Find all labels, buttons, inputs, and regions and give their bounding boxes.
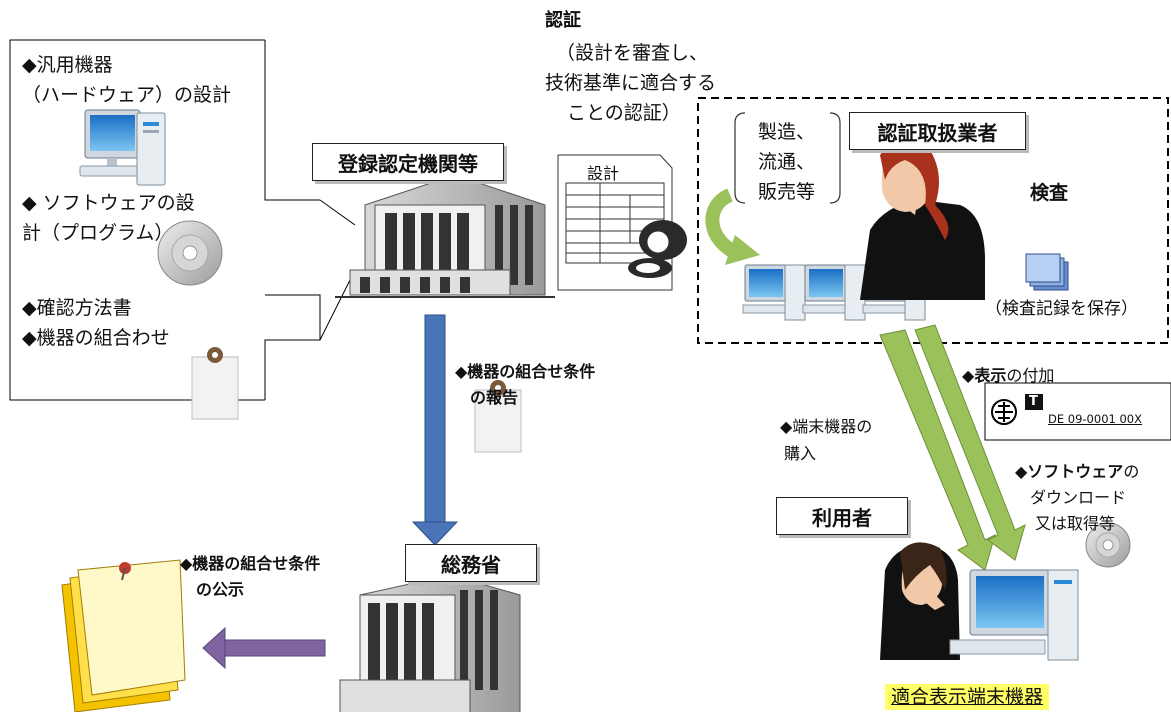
record-label: （検査記録を保存）: [985, 299, 1138, 319]
certification-line3: ことの認証）: [567, 102, 681, 124]
design-document-icon: [557, 154, 687, 291]
software-download-line3: 又は取得等: [1035, 514, 1116, 533]
left-item-software-line2: 計（プログラム）: [22, 222, 174, 244]
registration-body-building: [335, 174, 555, 298]
document-clip-icon-left: [191, 347, 239, 420]
notice-papers-icon: [61, 559, 186, 712]
certification-line2: 技術基準に適合する: [545, 72, 717, 94]
software-download-line2: ダウンロード: [1030, 488, 1127, 507]
green-diagonal-arrows: [879, 324, 1026, 571]
registration-body-label: 登録認定機関等: [312, 143, 504, 181]
purple-left-arrow: [202, 626, 326, 670]
left-item-confirmation: ◆確認方法書: [22, 297, 132, 319]
software-disc-icon: [157, 220, 223, 286]
left-item-hardware-line2: （ハードウェア）の設計: [22, 84, 232, 106]
publication-line2: の公示: [196, 580, 245, 599]
marking-label: ◆表示の付加: [962, 362, 1054, 386]
document-clip-icon-report: [474, 380, 522, 453]
marking-label-bold: 表示: [974, 366, 1007, 385]
user-computer-icon: [969, 569, 1079, 661]
user-figure: [880, 542, 1046, 660]
report-line2: の報告: [470, 388, 519, 407]
report-line1: ◆機器の組合せ条件: [455, 362, 596, 381]
marking-code: DE 09-0001 00X: [1048, 412, 1142, 426]
curved-green-arrow: [705, 188, 760, 265]
left-item-combination: ◆機器の組合わせ: [22, 327, 170, 349]
publication-line1: ◆機器の組合せ条件: [180, 554, 321, 573]
handler-activity-2: 流通、: [758, 151, 816, 173]
left-panel-frame: [9, 39, 356, 401]
design-document-label: 設計: [587, 164, 620, 183]
marking-label-prefix: ◆: [962, 366, 975, 385]
user-label: 利用者: [776, 497, 908, 535]
technical-conformity-mark-icon: [991, 399, 1017, 425]
inspector-figure: [860, 141, 985, 300]
certification-line1: （設計を審査し、: [556, 42, 709, 64]
download-disc-icon: [1085, 522, 1131, 568]
activities-bracket: [734, 112, 841, 204]
handler-activity-1: 製造、: [758, 121, 816, 143]
desktop-pc-icon: [79, 109, 166, 186]
certified-handler-label: 認証取扱業者: [849, 112, 1026, 150]
t-mark-letter: T: [1029, 394, 1038, 409]
ministry-label: 総務省: [405, 544, 537, 582]
handler-activity-3: 販売等: [758, 181, 816, 203]
certification-title: 認証: [545, 10, 581, 31]
software-download-line1: ◆ソフトウェアの: [1015, 458, 1139, 482]
marking-label-suffix: の付加: [1006, 366, 1055, 385]
purchase-line2: 購入: [784, 444, 817, 463]
compliant-device-label: 適合表示端末機器: [885, 684, 1050, 710]
blue-down-arrow: [411, 314, 459, 546]
purchase-line1: ◆端末機器の: [780, 417, 873, 436]
left-item-software-line1: ◆ ソフトウェアの設: [22, 192, 195, 214]
t-mark-box: [1025, 394, 1043, 410]
software-download-suffix: の: [1123, 462, 1140, 481]
software-download-bold: ◆ソフトウェア: [1015, 462, 1124, 481]
record-stack-icon: [1025, 253, 1069, 291]
inspection-label: 検査: [1030, 182, 1069, 204]
left-item-hardware-line1: ◆汎用機器: [22, 54, 113, 76]
ministry-building: [339, 574, 521, 712]
